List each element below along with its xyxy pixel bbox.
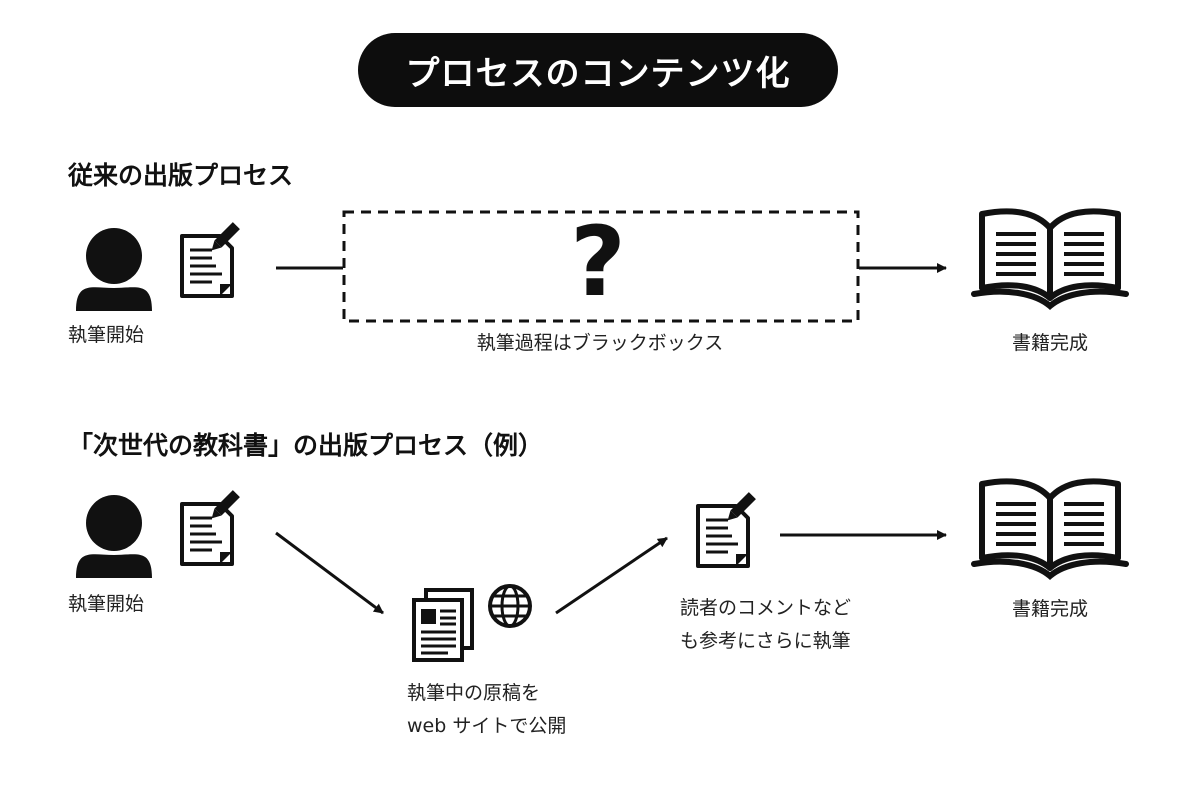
document-pen-icon (180, 488, 242, 566)
person-icon (76, 228, 152, 311)
newspaper-icon (412, 588, 474, 662)
end-label: 書籍完成 (1011, 332, 1089, 354)
end-label: 書籍完成 (1011, 598, 1089, 620)
start-label: 執筆開始 (68, 593, 145, 615)
blackbox-label: 執筆過程はブラックボックス (476, 332, 724, 354)
blackbox-question-mark: ? (570, 206, 626, 318)
globe-icon (488, 584, 532, 628)
document-pen-icon (696, 490, 758, 568)
open-book-icon (974, 481, 1126, 576)
flow-arrow (275, 531, 384, 615)
person-icon (76, 495, 152, 578)
start-label: 執筆開始 (68, 324, 145, 346)
publish-label: 執筆中の原稿を web サイトで公開 (407, 682, 567, 737)
revise-label: 読者のコメントなど も参考にさらに執筆 (680, 597, 852, 652)
open-book-icon (974, 211, 1126, 306)
traditional-process-heading: 従来の出版プロセス (68, 161, 294, 190)
page-title: プロセスのコンテンツ化 (358, 33, 838, 107)
next-gen-process-heading: 「次世代の教科書」の出版プロセス（例） (68, 431, 544, 460)
flow-arrow (555, 536, 668, 615)
document-pen-icon (180, 220, 242, 298)
blackbox-frame (342, 210, 860, 323)
